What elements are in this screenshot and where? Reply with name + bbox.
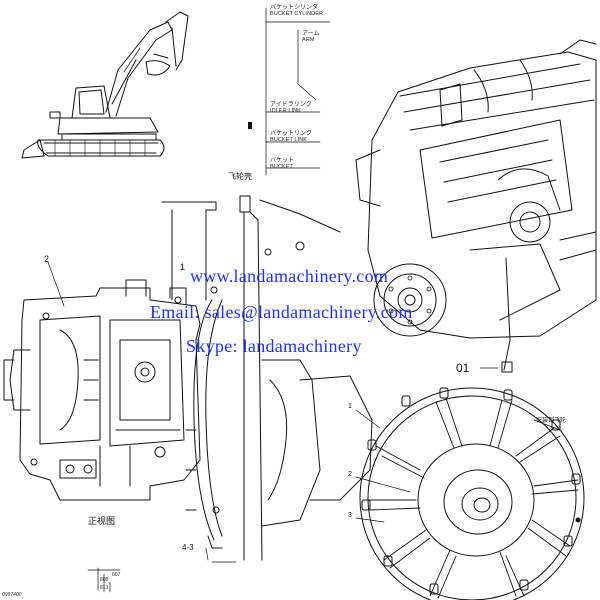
drawing-code: 0997400 bbox=[2, 592, 22, 598]
legend-jp-idler-link: アイドラリンク bbox=[270, 101, 312, 108]
flywheel-housing-drawing bbox=[161, 195, 373, 561]
watermark-email: Email: sales@landamachinery.com bbox=[150, 302, 413, 322]
legend-en-bucket-link: BUCKET LINK bbox=[270, 137, 308, 143]
watermark-website: www.landamachinery.com bbox=[190, 266, 389, 286]
small-code-3: 813 bbox=[100, 585, 109, 591]
watermark-skype: Skype: landamachinery bbox=[186, 336, 362, 356]
flywheel-housing-label: 飞轮壳 bbox=[228, 172, 252, 181]
coupling-flange-drawing bbox=[359, 387, 585, 600]
coupling-leaders bbox=[355, 409, 561, 523]
excavator-illustration bbox=[21, 11, 189, 159]
legend-en-bucket: BUCKET bbox=[270, 164, 293, 170]
bottom-detail-lines bbox=[87, 547, 237, 593]
coupling-callout-2: 2 bbox=[348, 471, 352, 478]
legend-en-arm: ARM bbox=[302, 37, 315, 43]
bolt-callout-number: 4-3 bbox=[182, 543, 194, 552]
legend-jp-arm: アーム bbox=[302, 30, 320, 37]
coupling-title-label: 安装到飞轮 bbox=[536, 417, 567, 424]
legend-en-idler-link: IDLER LINK bbox=[270, 108, 301, 114]
front-view-label: 正视图 bbox=[88, 517, 116, 527]
legend-en-bucket-cylinder: BUCKET CYLINDER bbox=[270, 11, 324, 17]
marker-square bbox=[248, 122, 252, 129]
diesel-engine-drawing bbox=[355, 39, 597, 373]
engine-callout-number: 01 bbox=[456, 361, 470, 375]
legend-jp-bucket: バケット bbox=[270, 157, 295, 164]
legend-jp-bucket-link: バケットリンク bbox=[270, 130, 313, 137]
small-code-1: 808 bbox=[100, 577, 109, 583]
hydraulic-pump-drawing bbox=[3, 279, 201, 501]
pump-callout-number: 2 bbox=[44, 254, 50, 264]
small-code-2: 807 bbox=[112, 572, 121, 578]
coupling-callout-3: 3 bbox=[348, 512, 352, 519]
legend-leaders bbox=[265, 7, 331, 176]
pump-leader bbox=[47, 261, 65, 307]
coupling-callout-1: 1 bbox=[348, 403, 352, 410]
housing-callout-number: 1 bbox=[180, 262, 186, 272]
legend-jp-bucket-cylinder: バケットシリンダ bbox=[270, 4, 319, 11]
